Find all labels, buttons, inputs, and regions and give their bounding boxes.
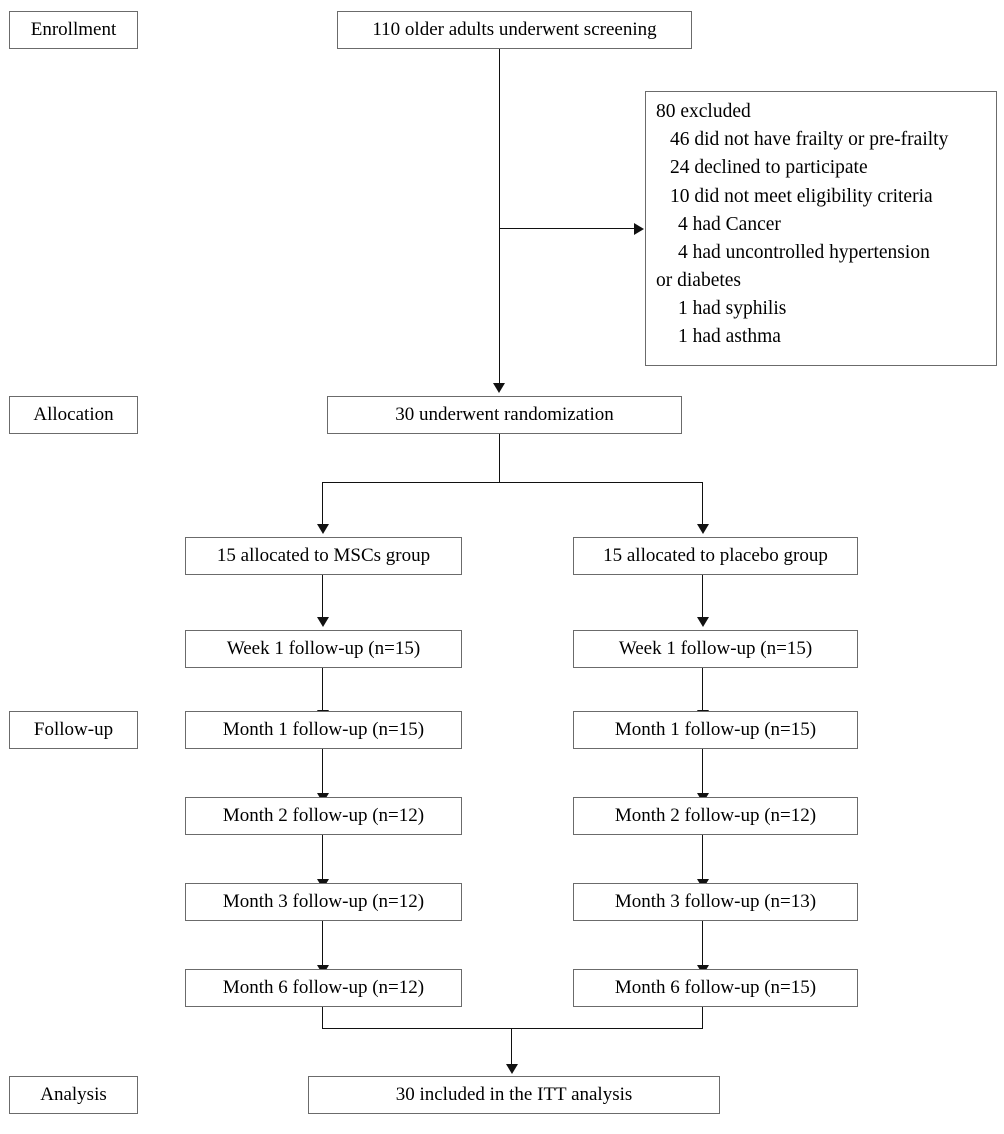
excluded-header: 80 excluded [656,101,751,122]
excluded-reason-1: 46 did not have frailty or pre-frailty [670,129,949,151]
excluded-reason-4: 4 had Cancer [678,213,781,235]
followup-box-right-3: Month 3 follow-up (n=13) [573,883,858,921]
connector-left-week1-to-month1 [322,668,323,713]
connector-left-month3-to-month6 [322,921,323,968]
arrow-to-analysis-box [506,1064,518,1074]
screening-box: 110 older adults underwent screening [337,11,692,49]
followup-box-left-2: Month 2 follow-up (n=12) [185,797,462,835]
excluded-reason-6: 1 had syphilis [678,298,787,320]
connector-right-alloc-to-week1 [702,575,703,620]
followup-box-left-4: Month 6 follow-up (n=12) [185,969,462,1007]
connector-randomization-stem [499,434,500,482]
followup-box-left-1: Month 1 follow-up (n=15) [185,711,462,749]
connector-merge-to-analysis [511,1028,512,1068]
followup-box-left-0: Week 1 follow-up (n=15) [185,630,462,668]
arrow-to-excluded-box [634,223,644,235]
randomization-box: 30 underwent randomization [327,396,682,434]
followup-box-left-3: Month 3 follow-up (n=12) [185,883,462,921]
excluded-reason-5-line1: 4 had uncontrolled hypertension [678,241,930,263]
followup-box-right-0: Week 1 follow-up (n=15) [573,630,858,668]
arrow-to-right-allocation [697,524,709,534]
stage-label-analysis: Analysis [9,1076,138,1114]
stage-label-followup: Follow-up [9,711,138,749]
excluded-reason-3: 10 did not meet eligibility criteria [670,185,933,207]
connector-left-month6-to-merge [322,1007,323,1029]
connector-left-alloc-to-week1 [322,575,323,620]
followup-box-right-1: Month 1 follow-up (n=15) [573,711,858,749]
excluded-box: 80 excluded 46 did not have frailty or p… [645,91,997,366]
excluded-reason-7: 1 had asthma [678,326,781,348]
arrow-right-alloc-to-week1 [697,617,709,627]
connector-right-month3-to-month6 [702,921,703,968]
allocation-box-right: 15 allocated to placebo group [573,537,858,575]
excluded-reason-5-line2: or diabetes [656,270,742,292]
connector-left-month2-to-month3 [322,835,323,882]
connector-right-month2-to-month3 [702,835,703,882]
connector-split-to-right-arm [702,482,703,527]
stage-label-allocation: Allocation [9,396,138,434]
arrow-to-left-allocation [317,524,329,534]
excluded-reason-2: 24 declined to participate [670,157,868,179]
connector-left-month1-to-month2 [322,749,323,796]
connector-screening-to-randomization [499,49,500,386]
stage-label-enrollment: Enrollment [9,11,138,49]
arrow-left-alloc-to-week1 [317,617,329,627]
connector-split-to-left-arm [322,482,323,527]
connector-screening-to-excluded [499,228,635,229]
arrow-screening-to-randomization [493,383,505,393]
connector-right-month6-to-merge [702,1007,703,1029]
connector-randomization-split-bar [322,482,703,483]
followup-box-right-2: Month 2 follow-up (n=12) [573,797,858,835]
allocation-box-left: 15 allocated to MSCs group [185,537,462,575]
connector-right-week1-to-month1 [702,668,703,713]
followup-box-right-4: Month 6 follow-up (n=15) [573,969,858,1007]
connector-merge-bar [322,1028,703,1029]
analysis-box: 30 included in the ITT analysis [308,1076,720,1114]
connector-right-month1-to-month2 [702,749,703,796]
